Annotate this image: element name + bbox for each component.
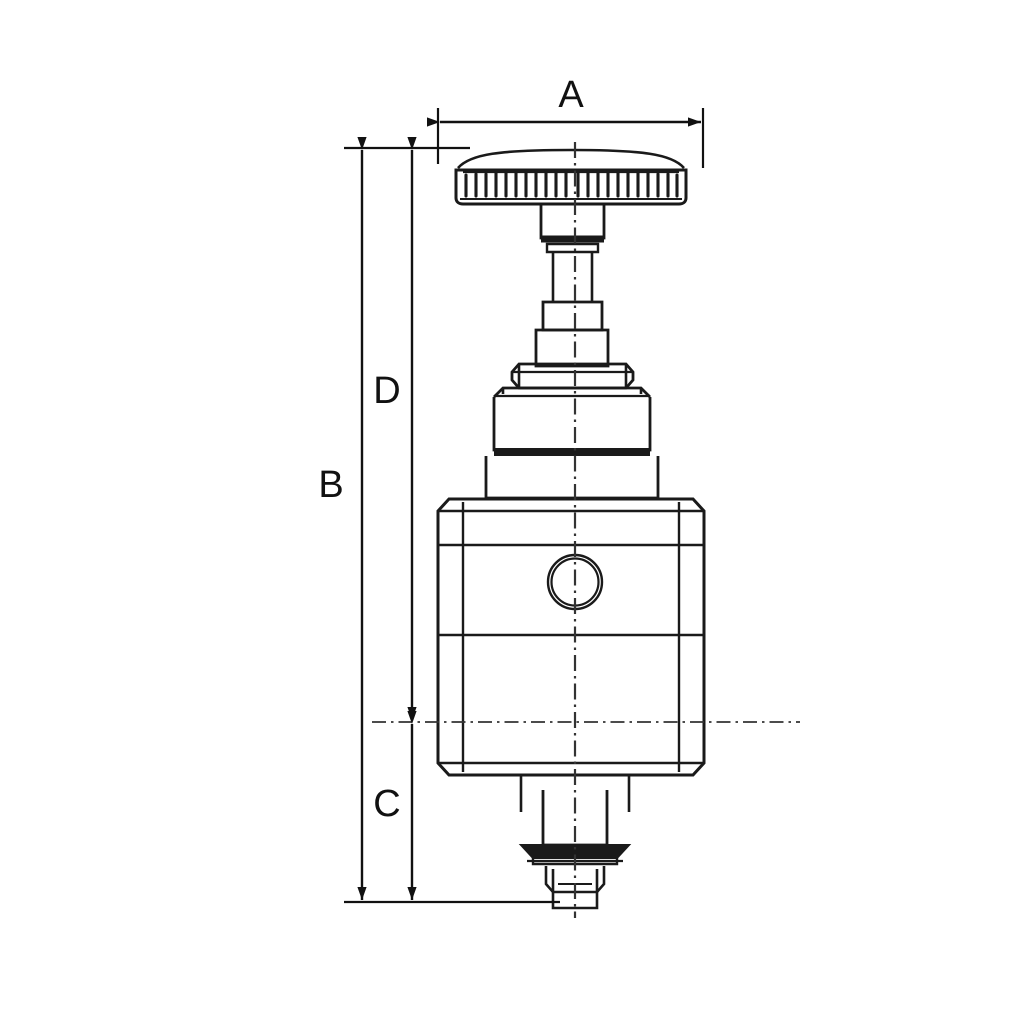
dimension-labels: A B C D [318, 74, 584, 825]
bonnet-flange [484, 456, 660, 500]
knob-hub [539, 204, 606, 254]
bonnet-cap [492, 386, 652, 456]
regulator-body [436, 497, 706, 777]
stem-collar [541, 300, 604, 332]
regulator-geometry [436, 148, 706, 910]
spring-housing [534, 328, 610, 368]
dimension-lines [344, 108, 705, 904]
adjusting-stem [551, 252, 594, 302]
knurled-knob [454, 148, 688, 206]
hex-lock-nut [510, 362, 635, 390]
dimension-label-d: D [373, 370, 400, 412]
centerlines [372, 142, 800, 918]
outlet-neck [519, 775, 631, 812]
dimension-label-b: B [318, 464, 343, 506]
dimension-label-c: C [373, 783, 400, 825]
dimension-label-a: A [558, 74, 584, 116]
